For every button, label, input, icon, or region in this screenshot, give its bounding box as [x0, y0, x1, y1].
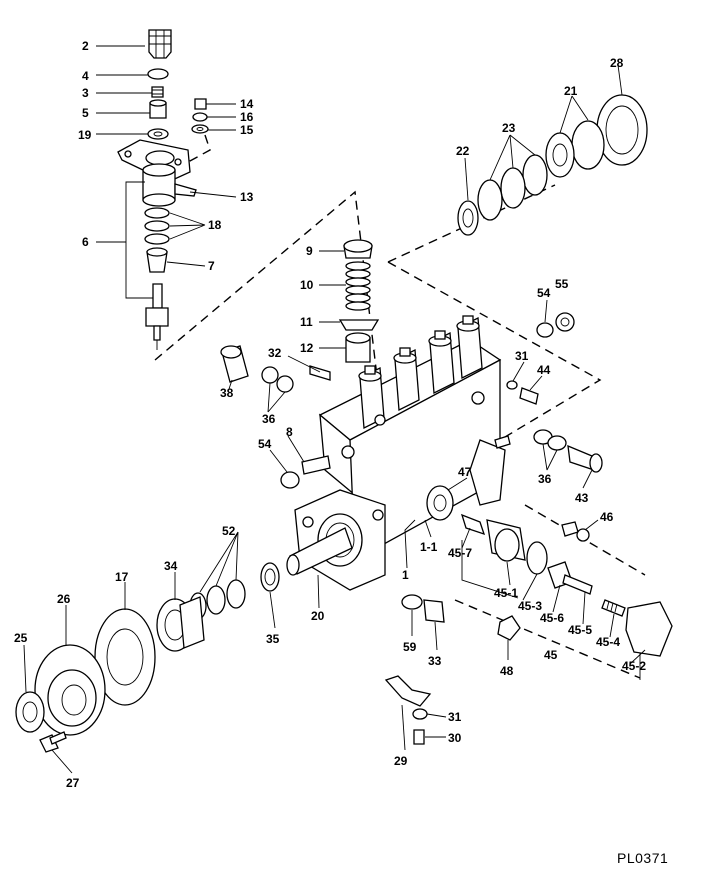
callout-52: 52 [222, 524, 236, 538]
callout-33: 33 [428, 654, 442, 668]
drawing-code: PL0371 [617, 850, 668, 866]
callout-32: 32 [268, 346, 282, 360]
callout-48: 48 [500, 664, 514, 678]
callout-55: 55 [555, 277, 569, 291]
callout-45-1: 45-1 [494, 586, 518, 600]
callout-46: 46 [600, 510, 614, 524]
callout-54-left: 54 [258, 437, 272, 451]
callout-23: 23 [502, 121, 516, 135]
callout-45-6: 45-6 [540, 611, 564, 625]
callout-35: 35 [266, 632, 280, 646]
callout-54-right: 54 [537, 286, 551, 300]
callout-1: 1 [402, 568, 409, 582]
callout-3: 3 [82, 86, 89, 100]
callout-14: 14 [240, 97, 254, 111]
spring-stack [338, 239, 380, 363]
callout-31-lower: 31 [448, 710, 462, 724]
callout-36-left: 36 [262, 412, 276, 426]
callout-26: 26 [57, 592, 71, 606]
callout-44: 44 [537, 363, 551, 377]
callout-15: 15 [240, 123, 254, 137]
callout-17: 17 [115, 570, 129, 584]
callout-30: 30 [448, 731, 462, 745]
callout-45-4: 45-4 [596, 635, 620, 649]
callout-34: 34 [164, 559, 178, 573]
callout-18: 18 [208, 218, 222, 232]
callout-10: 10 [300, 278, 314, 292]
callout-20: 20 [311, 609, 325, 623]
callout-16: 16 [240, 110, 254, 124]
leader-lines [23, 45, 646, 774]
callout-45-2: 45-2 [622, 659, 646, 673]
callout-21: 21 [564, 84, 578, 98]
right-side-parts [220, 312, 673, 745]
callout-25: 25 [14, 631, 28, 645]
callout-labels: 2 4 3 5 19 14 16 15 13 6 18 7 9 10 11 12… [14, 39, 646, 790]
callout-45-3: 45-3 [518, 599, 542, 613]
callout-8: 8 [286, 425, 293, 439]
callout-7: 7 [208, 259, 215, 273]
callout-31-upper: 31 [515, 349, 529, 363]
callout-5: 5 [82, 106, 89, 120]
callout-45: 45 [544, 648, 558, 662]
callout-43: 43 [575, 491, 589, 505]
callout-45-7: 45-7 [448, 546, 472, 560]
injector-stack [117, 29, 209, 350]
callout-11: 11 [300, 315, 313, 329]
callout-27: 27 [66, 776, 80, 790]
callout-1-1: 1-1 [420, 540, 438, 554]
coupling-rings [457, 94, 648, 236]
callout-59: 59 [403, 640, 417, 654]
camshaft-assembly [15, 527, 353, 753]
callout-19: 19 [78, 128, 92, 142]
callout-4: 4 [82, 69, 89, 83]
callout-29: 29 [394, 754, 408, 768]
callout-12: 12 [300, 341, 314, 355]
callout-36-right: 36 [538, 472, 552, 486]
callout-38: 38 [220, 386, 234, 400]
callout-13: 13 [240, 190, 254, 204]
callout-47: 47 [458, 465, 472, 479]
callout-6: 6 [82, 235, 89, 249]
callout-28: 28 [610, 56, 624, 70]
callout-2: 2 [82, 39, 89, 53]
callout-45-5: 45-5 [568, 623, 592, 637]
callout-9: 9 [306, 244, 313, 258]
callout-22: 22 [456, 144, 470, 158]
